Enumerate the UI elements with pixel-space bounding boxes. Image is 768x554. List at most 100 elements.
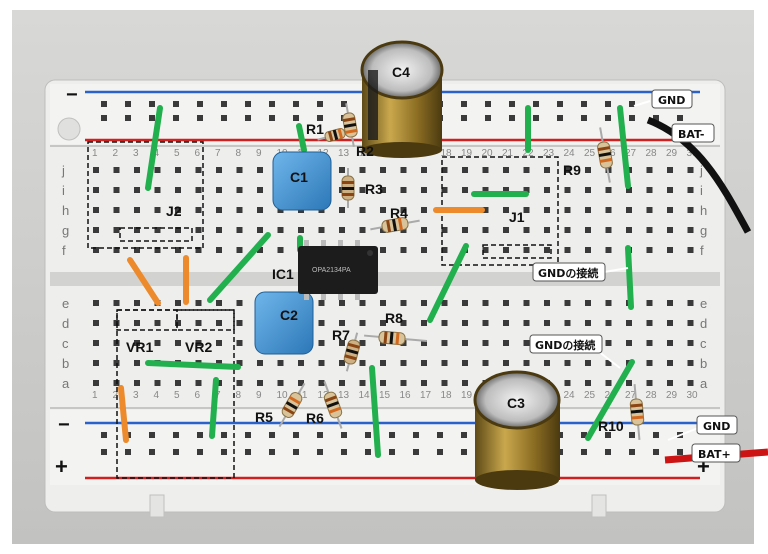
breadboard-hole bbox=[93, 360, 99, 366]
breadboard-hole bbox=[134, 247, 140, 253]
j1-label: J1 bbox=[509, 209, 525, 225]
column-number: 24 bbox=[564, 390, 576, 401]
breadboard-hole bbox=[544, 227, 550, 233]
breadboard-hole bbox=[585, 187, 591, 193]
breadboard-hole bbox=[564, 207, 571, 213]
breadboard-hole bbox=[605, 101, 611, 107]
breadboard-hole bbox=[339, 167, 345, 173]
breadboard-hole bbox=[318, 340, 325, 346]
breadboard-hole bbox=[93, 247, 99, 253]
breadboard-hole bbox=[605, 340, 612, 346]
breadboard-hole bbox=[667, 320, 673, 326]
breadboard-hole bbox=[523, 340, 530, 346]
breadboard-hole bbox=[154, 187, 161, 193]
breadboard-hole bbox=[557, 101, 563, 107]
breadboard-hole bbox=[605, 360, 612, 366]
breadboard-hole bbox=[564, 167, 571, 173]
breadboard-hole bbox=[400, 360, 407, 366]
breadboard-hole bbox=[216, 380, 222, 386]
breadboard-hole bbox=[485, 115, 491, 121]
callout-gnd-connect-1: GNDの接続 bbox=[538, 266, 598, 280]
breadboard-hole bbox=[441, 187, 448, 193]
breadboard-hole bbox=[667, 247, 673, 253]
breadboard-hole bbox=[605, 449, 611, 455]
callout-bat-minus: BAT- bbox=[678, 128, 705, 141]
breadboard-hole bbox=[544, 247, 550, 253]
column-number: 27 bbox=[625, 390, 637, 401]
c1-label: C1 bbox=[290, 169, 308, 185]
column-number: 16 bbox=[400, 390, 412, 401]
breadboard-hole bbox=[221, 115, 227, 121]
breadboard-hole bbox=[585, 380, 591, 386]
breadboard-hole bbox=[380, 247, 386, 253]
breadboard-hole bbox=[400, 167, 407, 173]
breadboard-hole bbox=[277, 360, 284, 366]
column-number: 27 bbox=[625, 148, 637, 159]
r10-label: R10 bbox=[598, 418, 624, 434]
row-letter-left: d bbox=[62, 316, 69, 331]
breadboard-hole bbox=[380, 360, 386, 366]
breadboard-hole bbox=[687, 300, 694, 306]
breadboard-hole bbox=[421, 247, 427, 253]
r4-label: R4 bbox=[390, 205, 408, 221]
breadboard-hole bbox=[257, 207, 263, 213]
breadboard-hole bbox=[134, 380, 140, 386]
breadboard-hole bbox=[236, 320, 243, 326]
r5-resistor bbox=[278, 382, 306, 428]
row-letter-right: h bbox=[700, 203, 707, 218]
breadboard-hole bbox=[257, 167, 263, 173]
breadboard-hole bbox=[482, 340, 489, 346]
breadboard-hole bbox=[626, 207, 632, 213]
breadboard-hole bbox=[245, 449, 251, 455]
breadboard-hole bbox=[533, 101, 539, 107]
r1-label: R1 bbox=[306, 121, 324, 137]
breadboard-hole bbox=[339, 380, 345, 386]
breadboard-hole bbox=[154, 227, 161, 233]
column-number: 25 bbox=[584, 148, 596, 159]
breadboard-hole bbox=[413, 432, 419, 438]
row-letter-left: h bbox=[62, 203, 69, 218]
breadboard-hole bbox=[380, 300, 386, 306]
column-number: 18 bbox=[441, 390, 453, 401]
breadboard-hole bbox=[667, 167, 673, 173]
breadboard-hole bbox=[523, 187, 530, 193]
breadboard-hole bbox=[441, 247, 448, 253]
breadboard-hole bbox=[149, 449, 155, 455]
column-number: 13 bbox=[338, 148, 350, 159]
breadboard-hole bbox=[134, 320, 140, 326]
breadboard-hole bbox=[175, 207, 181, 213]
breadboard-hole bbox=[461, 101, 467, 107]
breadboard-hole bbox=[154, 207, 161, 213]
column-number: 19 bbox=[461, 148, 473, 159]
breadboard-hole bbox=[257, 227, 263, 233]
breadboard-hole bbox=[359, 207, 366, 213]
breadboard-hole bbox=[93, 300, 99, 306]
breadboard-hole bbox=[216, 227, 222, 233]
column-number: 2 bbox=[113, 390, 119, 401]
breadboard-hole bbox=[581, 115, 587, 121]
breadboard-hole bbox=[380, 187, 386, 193]
breadboard-hole bbox=[437, 432, 443, 438]
column-number: 12 bbox=[318, 390, 330, 401]
resistors bbox=[278, 103, 645, 440]
callout-gnd-top: GND bbox=[658, 94, 685, 107]
breadboard-hole bbox=[687, 320, 694, 326]
row-letter-right: j bbox=[699, 163, 703, 178]
breadboard-hole bbox=[216, 300, 222, 306]
breadboard-hole bbox=[236, 340, 243, 346]
breadboard-hole bbox=[646, 340, 653, 346]
breadboard-hole bbox=[667, 300, 673, 306]
column-number: 5 bbox=[174, 148, 180, 159]
breadboard-hole bbox=[365, 449, 371, 455]
j1-pad-outline bbox=[482, 244, 552, 259]
breadboard-hole bbox=[677, 449, 683, 455]
c2-label: C2 bbox=[280, 307, 298, 323]
breadboard-hole bbox=[216, 207, 222, 213]
breadboard-hole bbox=[646, 320, 653, 326]
breadboard-hole bbox=[441, 320, 448, 326]
breadboard-hole bbox=[197, 115, 203, 121]
breadboard-hole bbox=[93, 320, 99, 326]
r9-resistor bbox=[597, 127, 613, 183]
breadboard-hole bbox=[629, 432, 635, 438]
breadboard-hole bbox=[236, 227, 243, 233]
